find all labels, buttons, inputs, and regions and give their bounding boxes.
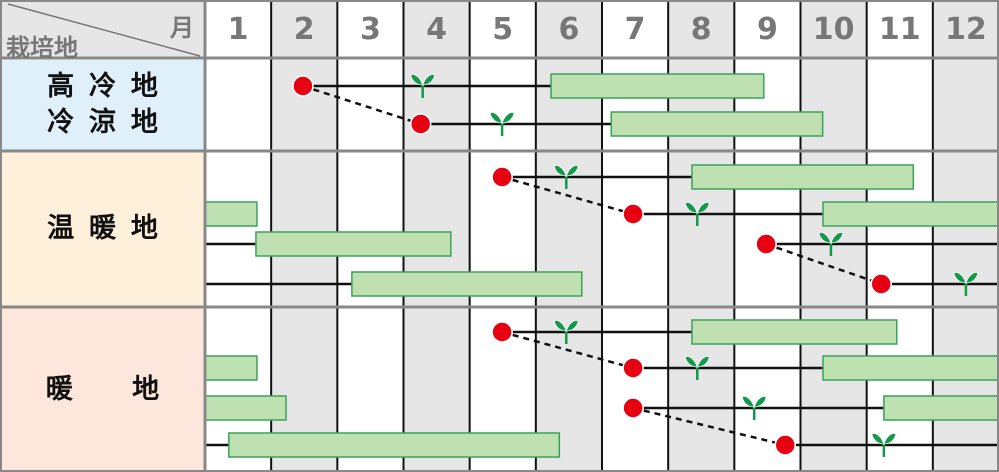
seedling-leaf (696, 356, 710, 368)
seedling-icon (553, 320, 579, 344)
month-shade (535, 58, 602, 472)
section-3 (204, 319, 999, 458)
harvest-bar (351, 271, 583, 297)
seedling-leaf (553, 320, 567, 332)
dashed-link (501, 330, 634, 370)
seedling-leaf (753, 396, 767, 408)
seedling-icon (818, 232, 844, 256)
sowing-dot (774, 434, 797, 456)
seedling-leaf (883, 433, 897, 445)
seedling-leaf (965, 272, 979, 284)
month-label-4: 4 (426, 11, 448, 47)
section-label-cold: 高冷地 冷涼地 (0, 60, 205, 150)
sowing-dot (622, 357, 644, 379)
harvest-bar (255, 231, 452, 257)
seedling-leaf (553, 165, 567, 177)
seedling-leaf (696, 202, 710, 214)
section-2 (204, 164, 999, 297)
section-label-warm: 温暖地 (0, 152, 205, 306)
header-month-shade (668, 0, 735, 58)
place-axis-label: 栽培地 (6, 34, 78, 62)
seedling-leaf (501, 112, 515, 124)
seedling-leaf (830, 232, 844, 244)
month-label-9: 9 (756, 11, 778, 47)
header-month-shade (535, 0, 602, 58)
month-label-8: 8 (690, 11, 712, 47)
dashed-link (501, 175, 634, 216)
harvest-bar (204, 395, 287, 421)
header-diagonal (7, 3, 201, 57)
seedling-leaf (684, 202, 698, 214)
seedling-leaf (684, 356, 698, 368)
header-month-shade (271, 0, 338, 58)
harvest-bar (822, 355, 999, 381)
harvest-bar (204, 201, 258, 227)
header-month-shade (932, 0, 999, 58)
seedling-icon (871, 433, 897, 457)
seedling-icon (553, 165, 579, 189)
month-label-7: 7 (624, 11, 646, 47)
month-label-11: 11 (878, 11, 921, 47)
header-month-shade (800, 0, 867, 58)
harvest-bar (822, 201, 999, 227)
section-label-line: 高冷地 (47, 71, 173, 102)
harvest-bar (228, 432, 561, 458)
header-month-shade (403, 0, 470, 58)
seedling-icon (684, 356, 710, 380)
seedling-leaf (489, 112, 503, 124)
harvest-bar (883, 395, 999, 421)
seedling-leaf (565, 165, 579, 177)
month-label-12: 12 (945, 11, 987, 47)
seedling-leaf (953, 272, 967, 284)
section-label-line: 冷涼地 (47, 107, 173, 138)
section-label-line: 暖地 (45, 374, 219, 405)
sowing-dot (622, 203, 644, 225)
month-label-10: 10 (812, 11, 855, 47)
seedling-leaf (422, 74, 436, 86)
sowing-dot (292, 75, 314, 97)
month-axis-label: 月 (170, 14, 194, 42)
month-label-5: 5 (492, 11, 514, 47)
month-label-1: 1 (227, 11, 249, 47)
seedling-leaf (741, 396, 755, 408)
seedling-leaf (410, 74, 424, 86)
sowing-dot (870, 273, 892, 295)
seedling-icon (410, 74, 436, 98)
seedling-icon (741, 396, 767, 420)
section-label-line: 温暖地 (47, 213, 173, 244)
section-bg (0, 152, 205, 306)
sowing-dot (622, 397, 644, 419)
section-1 (292, 73, 824, 137)
month-label-3: 3 (359, 11, 381, 47)
harvest-bar (691, 319, 898, 345)
seedling-icon (489, 112, 515, 136)
section-label-hot: 暖地 (0, 308, 205, 472)
sowing-dot (491, 321, 513, 343)
dashed-link (765, 242, 882, 286)
harvest-bar (691, 164, 915, 190)
section-bg (0, 60, 205, 150)
harvest-bar (610, 111, 824, 137)
seedling-icon (953, 272, 979, 296)
month-label-6: 6 (558, 11, 580, 47)
sowing-dot (491, 166, 513, 188)
section-bg (0, 308, 205, 472)
sowing-dot (755, 233, 777, 255)
header-corner: 栽培地 月 (0, 0, 205, 62)
sowing-dot (409, 113, 432, 135)
seedling-leaf (818, 232, 832, 244)
seedling-leaf (565, 320, 579, 332)
month-label-2: 2 (293, 11, 315, 47)
dashed-link (632, 406, 786, 447)
harvest-bar (550, 73, 765, 99)
harvest-bar (204, 355, 258, 381)
dashed-link (302, 84, 422, 126)
seedling-icon (684, 202, 710, 226)
seedling-leaf (871, 433, 885, 445)
